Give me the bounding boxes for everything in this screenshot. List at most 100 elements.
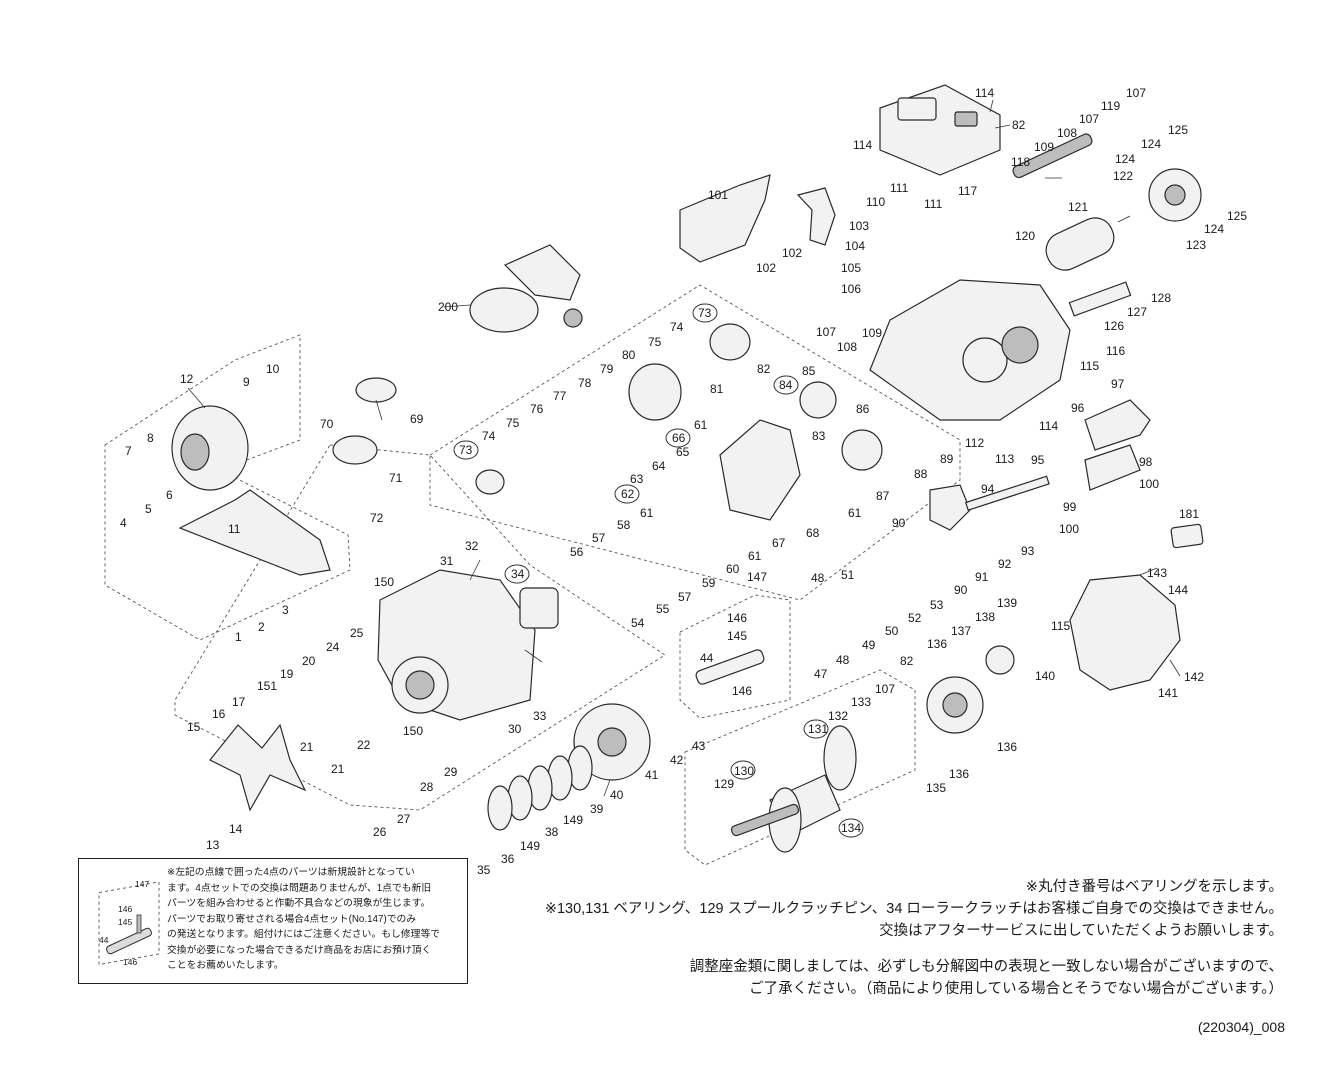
callout-label: 39 bbox=[590, 802, 604, 816]
callout-label: 26 bbox=[373, 825, 387, 839]
callout-label: 15 bbox=[187, 720, 201, 734]
callout-label: 13 bbox=[206, 838, 220, 852]
callout-label: 100 bbox=[1139, 477, 1159, 491]
callout-label: 44 bbox=[700, 651, 714, 665]
callout-label: 40 bbox=[610, 788, 624, 802]
bearing-notes: ※丸付き番号はベアリングを示します。 ※130,131 ベアリング、129 スプ… bbox=[545, 876, 1283, 942]
callout-label: 115 bbox=[1080, 359, 1099, 373]
clamp-bracket bbox=[796, 187, 836, 246]
new-design-notice: 147 146 145 44 146 ※左記の点線で囲った4点のパーツは新規設計… bbox=[78, 858, 468, 984]
callout-label: 20 bbox=[302, 654, 316, 668]
callout-label: 58 bbox=[617, 518, 631, 532]
callout-label: 9 bbox=[243, 375, 250, 389]
callout-label: 107 bbox=[1079, 112, 1099, 126]
callout-label: 139 bbox=[997, 596, 1017, 610]
frame-group-outline bbox=[174, 444, 666, 811]
mini-label: 146 bbox=[118, 904, 132, 914]
callout-label: 6 bbox=[166, 488, 173, 502]
gear-box bbox=[719, 381, 883, 521]
callout-label: 114 bbox=[975, 86, 994, 100]
callout-label: 21 bbox=[300, 740, 314, 754]
callout-label: 82 bbox=[900, 654, 914, 668]
callout-label: 67 bbox=[772, 536, 786, 550]
power-cord bbox=[469, 244, 583, 333]
mini-label: 146 bbox=[123, 957, 137, 967]
callout-label: 49 bbox=[862, 638, 876, 652]
callout-label: 140 bbox=[1035, 669, 1055, 683]
callout-label: 75 bbox=[506, 416, 520, 430]
callout-label: 62 bbox=[621, 487, 635, 501]
callout-label: 82 bbox=[1012, 118, 1026, 132]
note-line: 交換はアフターサービスに出していただくようお願いします。 bbox=[879, 923, 1283, 939]
callout-label: 74 bbox=[482, 429, 496, 443]
callout-label: 109 bbox=[1034, 140, 1054, 154]
motor-frame bbox=[869, 279, 1071, 421]
notice-line: 交換が必要になった場合できるだけ商品をお店にお預け頂く bbox=[167, 944, 432, 956]
callout-label: 107 bbox=[1126, 86, 1146, 100]
callout-label: 59 bbox=[702, 576, 716, 590]
callout-label: 149 bbox=[520, 839, 540, 853]
callout-label: 63 bbox=[630, 472, 644, 486]
lever bbox=[1084, 399, 1151, 491]
callout-label: 66 bbox=[672, 431, 686, 445]
callout-label: 120 bbox=[1015, 229, 1035, 243]
callout-label: 69 bbox=[410, 412, 424, 426]
callout-label: 61 bbox=[694, 418, 708, 432]
callout-label: 129 bbox=[714, 777, 734, 791]
pinion-set-thumbnail: 147 146 145 44 146 bbox=[98, 879, 160, 967]
callout-label: 121 bbox=[1068, 200, 1088, 214]
callout-label: 34 bbox=[511, 567, 525, 581]
callout-label: 68 bbox=[806, 526, 820, 540]
note-line: ※130,131 ベアリング、129 スプールクラッチピン、34 ローラークラッ… bbox=[544, 901, 1283, 917]
callout-label: 41 bbox=[645, 768, 659, 782]
callout-label: 71 bbox=[389, 471, 403, 485]
callout-label: 72 bbox=[370, 511, 384, 525]
pinion-gear bbox=[695, 649, 765, 685]
callout-label: 128 bbox=[1151, 291, 1171, 305]
callout-label: 123 bbox=[1186, 238, 1206, 252]
callout-label: 48 bbox=[836, 653, 850, 667]
callout-label: 137 bbox=[951, 624, 971, 638]
callout-label: 21 bbox=[331, 762, 345, 776]
callout-label: 76 bbox=[530, 402, 544, 416]
callout-label: 91 bbox=[975, 570, 989, 584]
callout-label: 61 bbox=[640, 506, 654, 520]
callout-label: 108 bbox=[837, 340, 857, 354]
callout-label: 8 bbox=[147, 431, 154, 445]
callout-label: 32 bbox=[465, 539, 479, 553]
callout-label: 151 bbox=[257, 679, 277, 693]
level-wind-cover bbox=[926, 645, 1015, 734]
callout-label: 100 bbox=[1059, 522, 1079, 536]
leader-lines bbox=[187, 99, 1181, 797]
callout-label: 43 bbox=[692, 739, 706, 753]
callout-label: 146 bbox=[732, 684, 752, 698]
callout-label: 122 bbox=[1113, 169, 1133, 183]
callout-label: 81 bbox=[710, 382, 724, 396]
callout-label: 61 bbox=[848, 506, 862, 520]
main-gear bbox=[573, 703, 651, 781]
callout-label: 16 bbox=[212, 707, 226, 721]
callout-label: 142 bbox=[1184, 670, 1204, 684]
callout-label: 107 bbox=[875, 682, 895, 696]
document-code: (220304)_008 bbox=[1197, 1019, 1285, 1035]
callout-label: 88 bbox=[914, 467, 928, 481]
callout-label: 48 bbox=[811, 571, 825, 585]
callout-label: 65 bbox=[676, 445, 690, 459]
callout-label: 124 bbox=[1115, 152, 1135, 166]
callout-label: 141 bbox=[1158, 686, 1178, 700]
callout-label: 42 bbox=[670, 753, 684, 767]
callout-label: 55 bbox=[656, 602, 670, 616]
callout-label: 103 bbox=[849, 219, 869, 233]
callout-label: 127 bbox=[1127, 305, 1147, 319]
callout-label: 29 bbox=[444, 765, 458, 779]
right-side-plate bbox=[1069, 574, 1181, 691]
callout-label: 94 bbox=[981, 482, 995, 496]
clutch-plate bbox=[929, 475, 1050, 531]
callout-label: 74 bbox=[670, 320, 684, 334]
callout-label: 73 bbox=[459, 443, 473, 457]
callout-label: 12 bbox=[180, 372, 194, 386]
callout-label: 99 bbox=[1063, 500, 1077, 514]
drag-washers bbox=[487, 745, 593, 831]
handle-group-outline bbox=[104, 334, 351, 641]
callout-label: 200 bbox=[438, 300, 458, 314]
